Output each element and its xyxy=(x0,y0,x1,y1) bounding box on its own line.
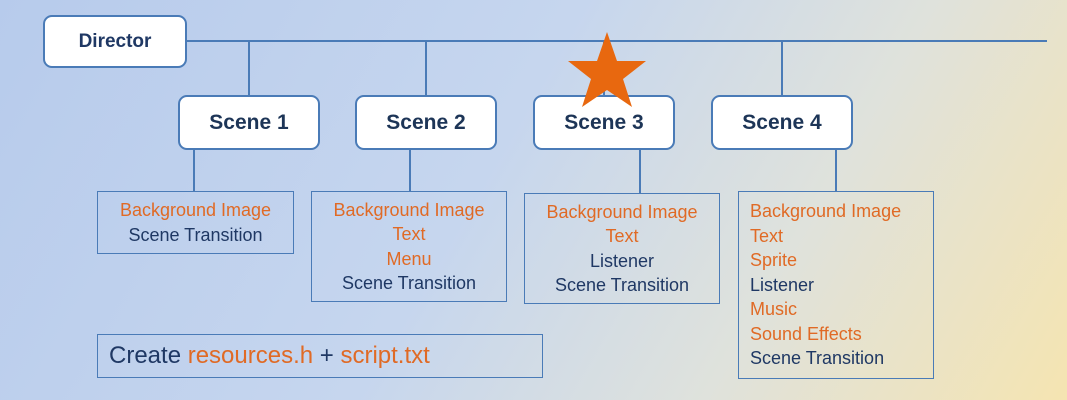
scene-label: Scene 4 xyxy=(742,110,822,134)
resource-item: Sprite xyxy=(750,250,798,271)
star-icon xyxy=(568,32,646,107)
create-files-note: Create resources.h + script.txt xyxy=(97,334,543,378)
scene-4-resources: Background Image Text Sprite Listener Mu… xyxy=(738,191,934,379)
note-file-resources: resources.h xyxy=(187,342,314,369)
resource-item: Sound Effects xyxy=(750,323,862,344)
resource-item: Music xyxy=(750,299,798,320)
resource-item: Scene Transition xyxy=(341,273,477,293)
scene-4-node: Scene 4 xyxy=(711,95,853,150)
note-file-script: script.txt xyxy=(340,342,430,369)
scene-label: Scene 1 xyxy=(209,110,289,134)
resource-item: Text xyxy=(750,225,784,246)
resource-item: Background Image xyxy=(119,200,272,220)
resource-item: Listener xyxy=(589,250,655,271)
director-node: Director xyxy=(43,15,187,68)
resource-item: Listener xyxy=(750,274,815,295)
resource-item: Background Image xyxy=(333,199,485,220)
resource-item: Scene Transition xyxy=(128,224,263,245)
scene-3-resources: Background Image Text Listener Scene Tra… xyxy=(524,193,720,304)
note-joiner: + xyxy=(313,342,341,369)
scene-1-resources: Background Image Scene Transition xyxy=(97,191,294,254)
resource-item: Background Image xyxy=(750,201,902,222)
scene-1-node: Scene 1 xyxy=(178,95,320,150)
director-label: Director xyxy=(78,30,152,52)
scene-2-node: Scene 2 xyxy=(355,95,497,150)
scene-label: Scene 3 xyxy=(564,110,644,134)
scene-label: Scene 2 xyxy=(386,110,466,134)
resource-item: Background Image xyxy=(546,201,698,222)
resource-item: Menu xyxy=(386,248,432,269)
resource-item: Text xyxy=(605,226,639,246)
scene-3-node: Scene 3 xyxy=(533,95,675,150)
resource-item: Scene Transition xyxy=(554,275,690,295)
note-prefix: Create xyxy=(109,342,188,369)
resource-item: Text xyxy=(392,224,426,244)
scene-2-resources: Background Image Text Menu Scene Transit… xyxy=(311,191,507,302)
resource-item: Scene Transition xyxy=(750,348,885,369)
